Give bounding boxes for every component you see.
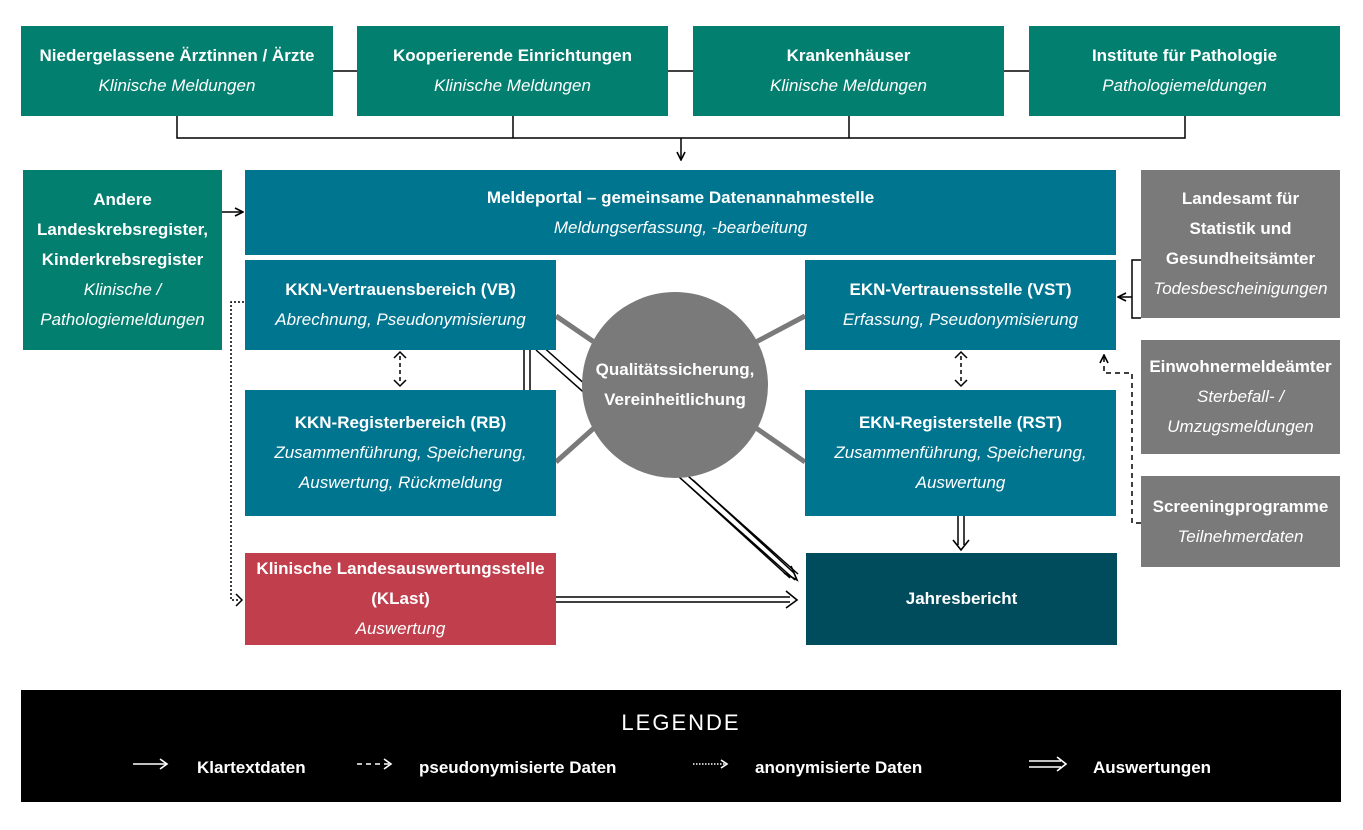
source-aerzte-title: Niedergelassene Ärztinnen / Ärzte bbox=[39, 46, 315, 65]
legend-solid-arrow-icon bbox=[133, 758, 169, 770]
andere-register: Andere Landeskrebsregister, Kinderkrebsr… bbox=[23, 170, 222, 350]
source-kooperierende-title: Kooperierende Einrichtungen bbox=[393, 46, 632, 65]
meldeportal-title: Meldeportal – gemeinsame Datenannahmeste… bbox=[486, 187, 875, 207]
landesamt: Landesamt für Statistik und Gesundheitsä… bbox=[1141, 170, 1340, 318]
screening-title: Screeningprogramme bbox=[1152, 496, 1329, 516]
kkn-vb-subtitle: Abrechnung, Pseudonymisierung bbox=[275, 310, 526, 329]
qs-line1: Qualitätssicherung, bbox=[595, 360, 755, 379]
ekn-vertrauensstelle: EKN-Vertrauensstelle (VST) Erfassung, Ps… bbox=[805, 260, 1116, 350]
source-krankenhaeuser-subtitle: Klinische Meldungen bbox=[770, 76, 927, 95]
einwohner-sub1: Sterbefall- / bbox=[1197, 387, 1284, 406]
einwohnermeldeaemter: Einwohnermeldeämter Sterbefall- / Umzugs… bbox=[1141, 340, 1340, 454]
legend-title: LEGENDE bbox=[621, 710, 741, 735]
source-aerzte: Niedergelassene Ärztinnen / Ärzte Klinis… bbox=[21, 26, 333, 116]
ekn-vst-title: EKN-Vertrauensstelle (VST) bbox=[849, 280, 1072, 299]
kkn-rb-title: KKN-Registerbereich (RB) bbox=[294, 413, 507, 432]
legend-label-anonymisiert: anonymisierte Daten bbox=[755, 758, 923, 777]
ekn-registerstelle: EKN-Registerstelle (RST) Zusammenführung… bbox=[805, 390, 1116, 516]
ekn-rst-sub1: Zusammenführung, Speicherung, bbox=[834, 443, 1087, 462]
screeningprogramme: Screeningprogramme Teilnehmerdaten bbox=[1141, 476, 1340, 567]
screening-subtitle: Teilnehmerdaten bbox=[1177, 526, 1304, 546]
kkn-rb-sub1: Zusammenführung, Speicherung, bbox=[274, 443, 527, 462]
meldeportal-subtitle: Meldungserfassung, -bearbeitung bbox=[553, 217, 808, 237]
source-pathologie-title: Institute für Pathologie bbox=[1091, 46, 1278, 65]
source-pathologie: Institute für Pathologie Pathologiemeldu… bbox=[1029, 26, 1340, 116]
kkn-vb-title: KKN-Vertrauensbereich (VB) bbox=[285, 280, 516, 299]
klast-subtitle: Auswertung bbox=[355, 619, 446, 638]
einwohner-sub2: Umzugsmeldungen bbox=[1167, 417, 1314, 436]
klast-title1: Klinische Landesauswertungsstelle bbox=[256, 559, 545, 578]
jahresbericht-title: Jahresbericht bbox=[905, 589, 1018, 608]
andere-line2: Landeskrebsregister, bbox=[36, 220, 209, 239]
kkn-vertrauensbereich: KKN-Vertrauensbereich (VB) Abrechnung, P… bbox=[245, 260, 556, 350]
source-krankenhaeuser: Krankenhäuser Klinische Meldungen bbox=[693, 26, 1004, 116]
legend-dashed-arrow-icon bbox=[357, 758, 393, 770]
jahresbericht: Jahresbericht bbox=[806, 553, 1117, 645]
legend-double-arrow-icon bbox=[1029, 756, 1068, 772]
ekn-vst-subtitle: Erfassung, Pseudonymisierung bbox=[842, 310, 1079, 329]
klast-title2: (KLast) bbox=[371, 589, 430, 608]
legend-label-pseudonymisiert: pseudonymisierte Daten bbox=[419, 758, 617, 777]
ekn-rst-title: EKN-Registerstelle (RST) bbox=[858, 413, 1063, 432]
meldeportal: Meldeportal – gemeinsame Datenannahmeste… bbox=[245, 170, 1116, 255]
source-krankenhaeuser-title: Krankenhäuser bbox=[786, 46, 911, 65]
landesamt-subtitle: Todesbescheinigungen bbox=[1153, 279, 1328, 298]
kkn-rb-sub2: Auswertung, Rückmeldung bbox=[298, 473, 503, 492]
qualitaetssicherung-circle: Qualitätssicherung, Vereinheitlichung bbox=[582, 292, 768, 478]
andere-line3: Kinderkrebsregister bbox=[41, 250, 204, 269]
source-pathologie-subtitle: Pathologiemeldungen bbox=[1102, 76, 1267, 95]
ekn-rst-sub2: Auswertung bbox=[915, 473, 1006, 492]
legend: LEGENDE Klartextdaten pseudonymisierte D… bbox=[21, 690, 1341, 802]
landesamt-line1: Landesamt für bbox=[1181, 189, 1300, 208]
legend-dotted-arrow-icon bbox=[693, 759, 729, 769]
source-kooperierende: Kooperierende Einrichtungen Klinische Me… bbox=[357, 26, 668, 116]
andere-sub2: Pathologiemeldungen bbox=[40, 310, 205, 329]
legend-label-klartext: Klartextdaten bbox=[197, 758, 306, 777]
andere-line1: Andere bbox=[93, 190, 152, 209]
kkn-registerbereich: KKN-Registerbereich (RB) Zusammenführung… bbox=[245, 390, 556, 516]
landesamt-line2: Statistik und bbox=[1189, 219, 1292, 238]
qs-line2: Vereinheitlichung bbox=[604, 390, 746, 409]
landesamt-line3: Gesundheitsämter bbox=[1165, 249, 1316, 268]
legend-label-auswertungen: Auswertungen bbox=[1093, 758, 1212, 777]
klast: Klinische Landesauswertungsstelle (KLast… bbox=[245, 553, 556, 645]
einwohner-title: Einwohnermeldeämter bbox=[1149, 357, 1332, 376]
andere-sub1: Klinische / bbox=[83, 280, 162, 299]
source-aerzte-subtitle: Klinische Meldungen bbox=[98, 76, 256, 95]
source-kooperierende-subtitle: Klinische Meldungen bbox=[434, 76, 591, 95]
